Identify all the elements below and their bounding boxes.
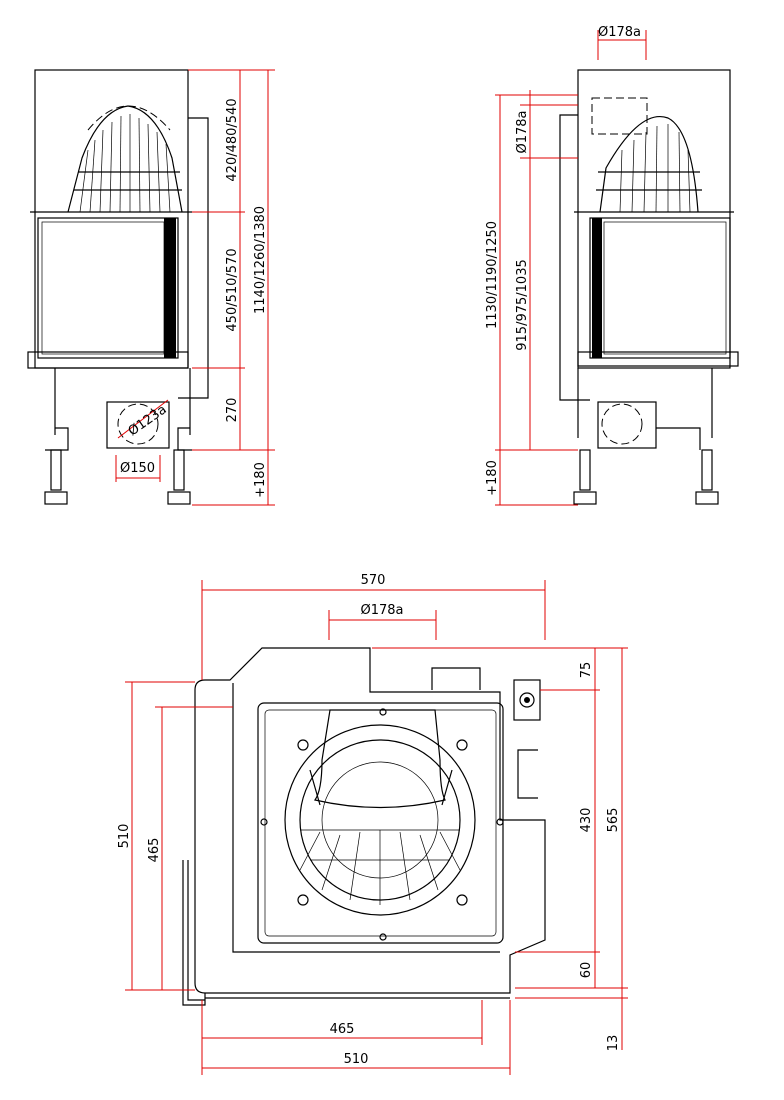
front-view: 420/480/540 450/510/570 270 1140/1260/13…: [27, 69, 275, 506]
dim-13: 13: [606, 1035, 621, 1052]
air-inlet-box: [597, 401, 657, 449]
dim-430: 430: [579, 808, 594, 833]
dim-75: 75: [579, 662, 594, 679]
combustion-chamber-icon: [591, 97, 702, 213]
firebox-plan: [257, 702, 504, 944]
dim-565: 565: [606, 808, 621, 833]
leg-right: [167, 449, 191, 505]
air-inlet-box: [106, 401, 170, 449]
grate-circle: [284, 724, 476, 916]
front-door: [37, 217, 179, 359]
flue-collar: [313, 709, 446, 809]
dim-total-height: 1130/1190/1250: [485, 221, 500, 329]
dim-leg-extension: +180: [485, 460, 500, 496]
leg-right: [695, 449, 719, 505]
dim-leg-extension: +180: [253, 462, 268, 498]
dim-inlet-diameter: Ø150: [120, 461, 155, 476]
dim-left-510: 510: [117, 824, 132, 849]
dim-left-465: 465: [147, 838, 162, 863]
dim-flue-side: Ø178a: [515, 110, 530, 153]
plan-view: 570 Ø178a 75 430 565 60 13 510 465 465 5…: [117, 573, 628, 1075]
dim-base-height: 270: [225, 398, 240, 423]
dim-bottom-465: 465: [330, 1022, 355, 1037]
dim-door-height: 450/510/570: [225, 248, 240, 331]
outlet-circle: [117, 403, 159, 445]
dim-flue-height: 915/975/1035: [515, 259, 530, 350]
dim-total-height: 1140/1260/1380: [253, 206, 268, 314]
leg-left: [573, 449, 597, 505]
grate-ribs: [299, 829, 461, 905]
combustion-chamber-icon: [67, 105, 183, 213]
dim-outlet-diameter: Ø123a: [126, 402, 170, 439]
plan-outline: [194, 647, 546, 994]
side-view: Ø178a Ø178a 1130/1190/1250 915/975/1035 …: [485, 25, 739, 506]
air-connector: [513, 679, 541, 721]
dim-flue-top: Ø178a: [598, 25, 641, 40]
dim-bottom-510: 510: [344, 1052, 369, 1067]
dim-flue-diameter: Ø178a: [360, 603, 403, 618]
dim-width-570: 570: [361, 573, 386, 588]
dim-upper-height: 420/480/540: [225, 98, 240, 181]
side-door: [589, 217, 731, 359]
dim-60: 60: [579, 962, 594, 979]
leg-left: [44, 449, 68, 505]
